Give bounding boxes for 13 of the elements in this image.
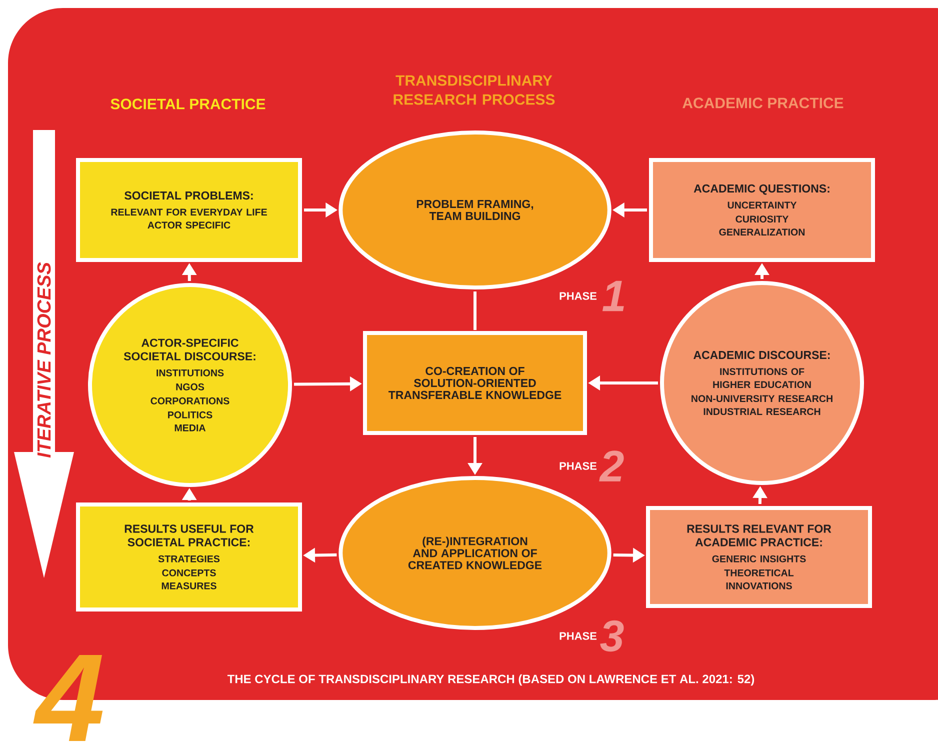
results-box: RESULTS USEFUL FOR SOCIETAL PRACTICE: STRATEGIES CONCEPTS MEASURES <box>76 502 302 612</box>
column-heading: ACADEMIC PRACTICE <box>682 98 844 108</box>
results-box: RESULTS RELEVANT FOR ACADEMIC PRACTICE: GENERIC INSIGHTS THEORETICAL INNOVATIONS <box>646 506 872 608</box>
column-heading: SOCIETAL PRACTICE <box>110 98 266 110</box>
connector-line <box>474 292 476 330</box>
column-heading: TRANSDISCIPLINARY RESEARCH PROCESS <box>394 75 555 105</box>
problem-box: SOCIETAL PROBLEMS: RELEVANT FOR EVERYDAY LIFE ACTOR SPECIFIC <box>76 158 302 262</box>
phase-label: PHASE <box>560 462 596 470</box>
question-box: ACADEMIC QUESTIONS: UNCERTAINTY CURIOSITY GENERALIZATION <box>649 158 875 262</box>
arrow-label: ITERATIVE PROCESS <box>37 262 51 458</box>
caption: THE CYCLE OF TRANSDISCIPLINARY RESEARCH (BASED ON LAWRENCE ET AL. 2021: 52) <box>227 674 754 686</box>
process-box: CO-CREATION OF SOLUTION-ORIENTED TRANSFERABLE KNOWLEDGE <box>363 331 587 435</box>
phase-label: PHASE <box>560 292 596 300</box>
